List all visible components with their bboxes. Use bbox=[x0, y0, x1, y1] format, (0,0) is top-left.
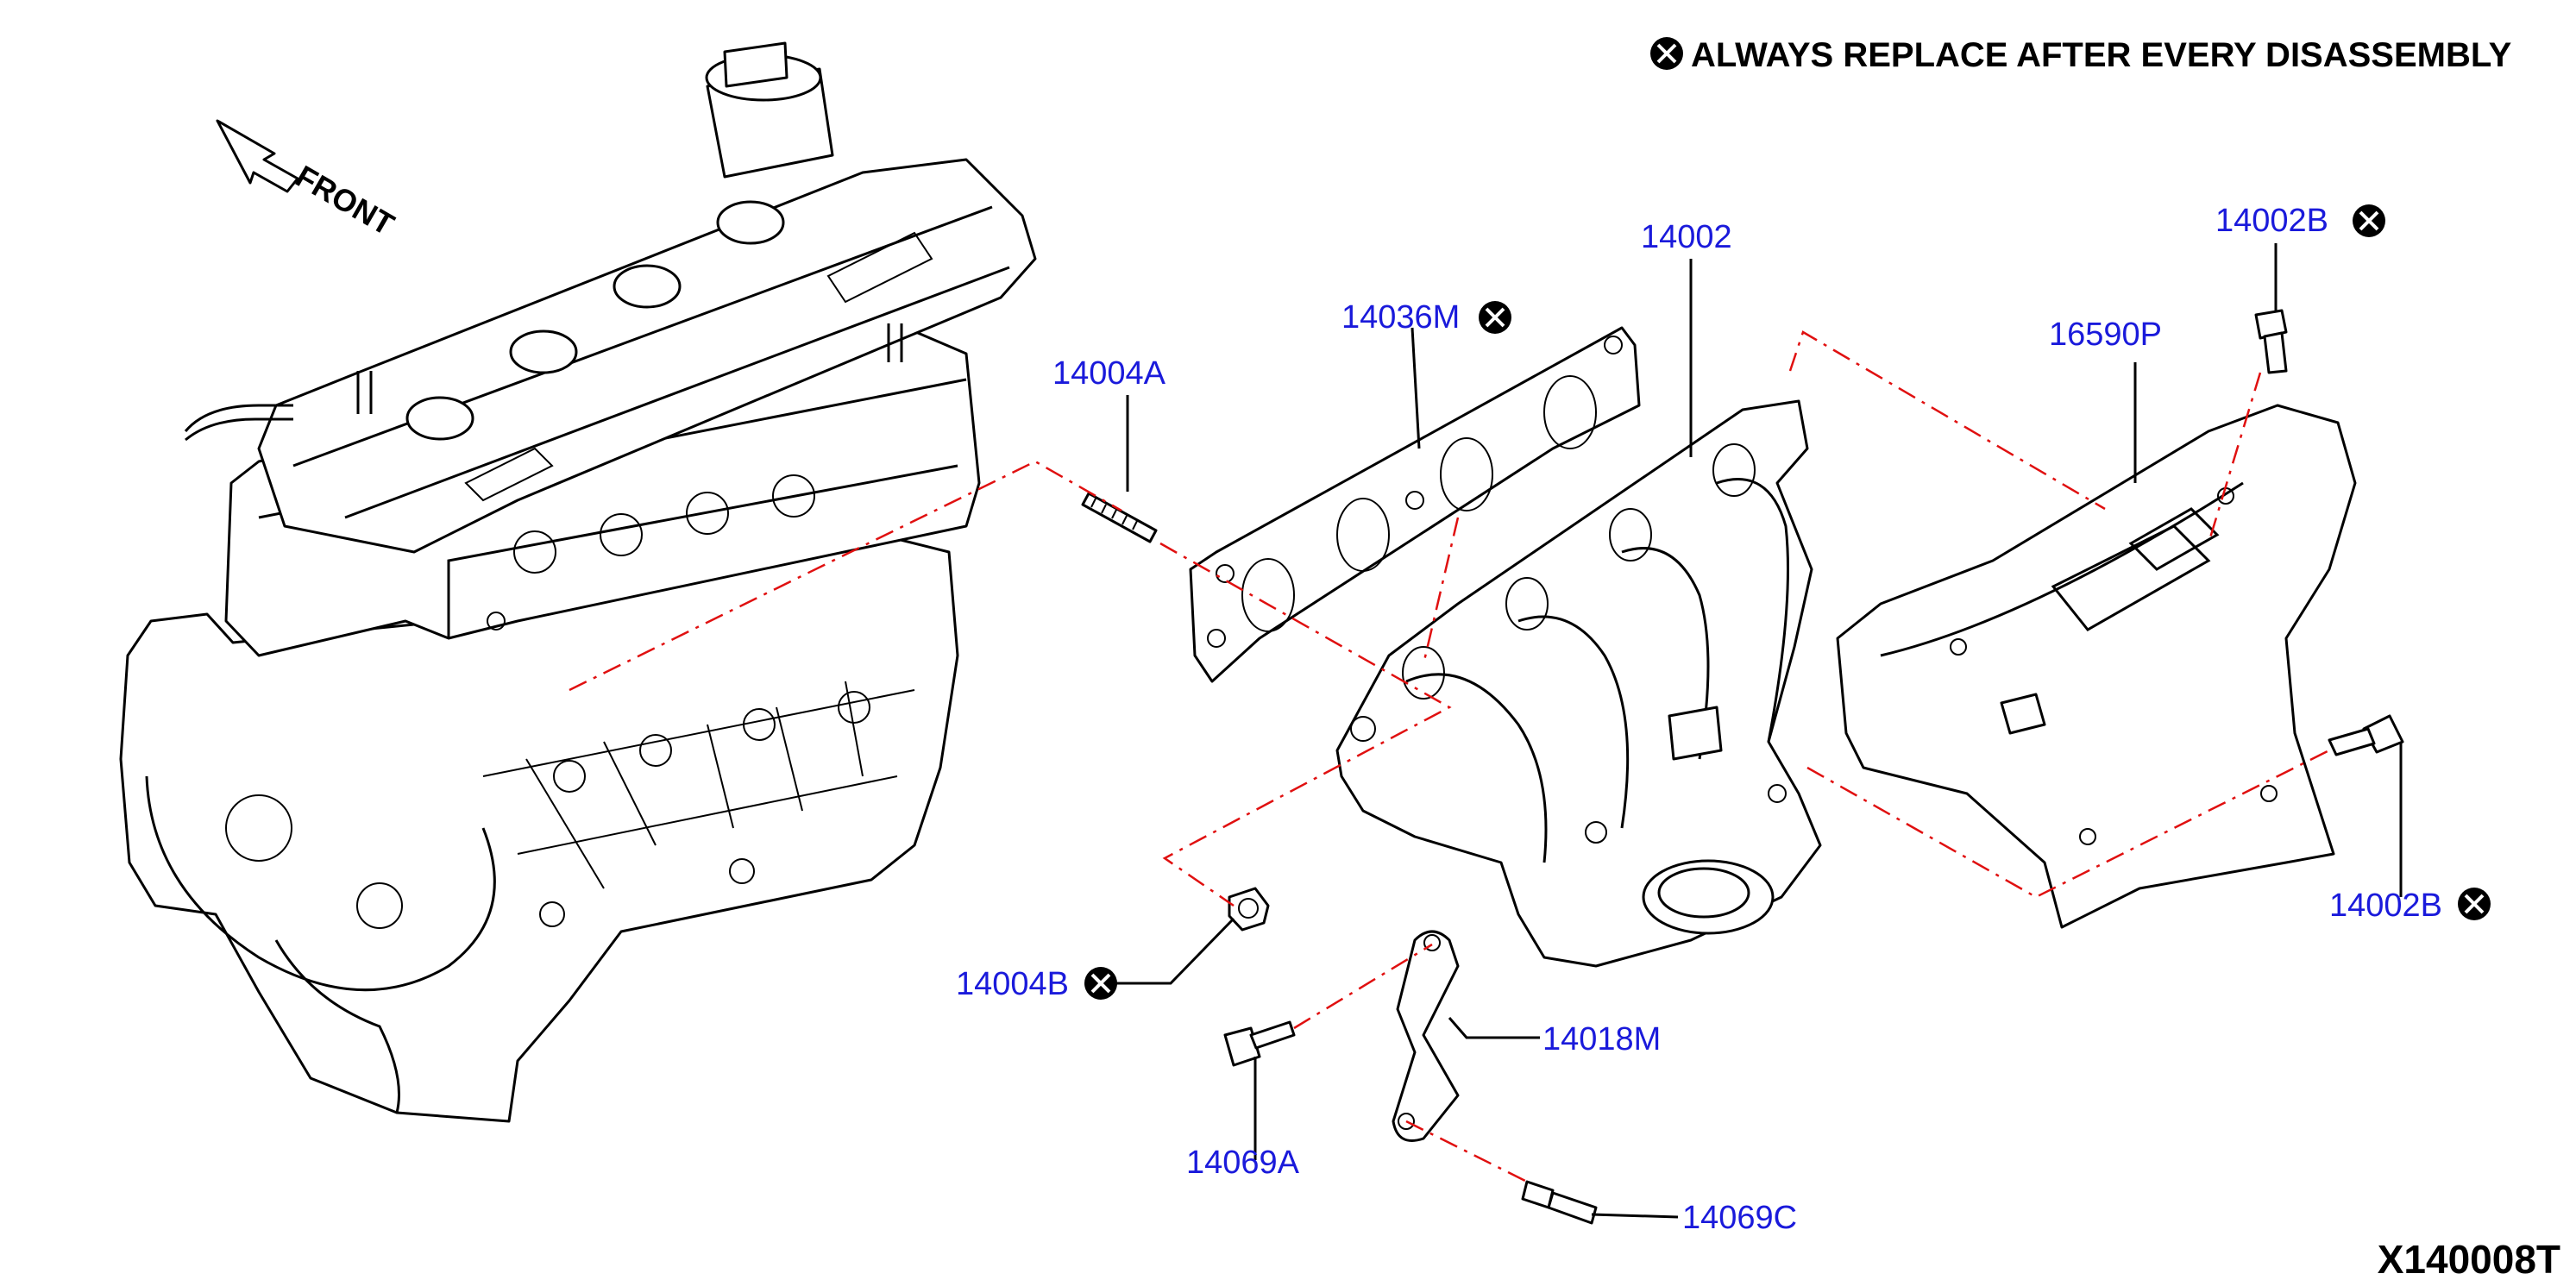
label-14036M: 14036M bbox=[1341, 299, 1511, 336]
bolt-14069A bbox=[1223, 1020, 1296, 1067]
heat-shield-16590P bbox=[1836, 404, 2357, 929]
replace-notice: ALWAYS REPLACE AFTER EVERY DISASSEMBLY bbox=[1650, 36, 2512, 74]
part-number: 14069C bbox=[1682, 1200, 1797, 1236]
part-number: 14036M bbox=[1341, 299, 1460, 336]
stud-14069C bbox=[1521, 1180, 1598, 1225]
front-label: FRONT bbox=[290, 158, 400, 242]
part-labels: 14002 14036M 14004A 14002B 16590P 14002B bbox=[956, 203, 2491, 1236]
exhaust-manifold-14002 bbox=[1335, 399, 1822, 968]
bracket-14018M bbox=[1392, 930, 1460, 1142]
part-number: 14002B bbox=[2329, 888, 2442, 924]
leader-lines bbox=[1109, 243, 2403, 1219]
circle-x-icon bbox=[1650, 37, 1683, 70]
part-number: 14002B bbox=[2215, 203, 2328, 239]
stud-14004A bbox=[1081, 492, 1158, 543]
part-number: 14004B bbox=[956, 966, 1069, 1002]
part-number: 16590P bbox=[2049, 317, 2162, 353]
label-14004B: 14004B bbox=[956, 966, 1117, 1002]
assembly-guide-lines bbox=[569, 330, 2330, 1183]
part-number: 14069A bbox=[1186, 1145, 1300, 1181]
part-number: 14002 bbox=[1641, 219, 1732, 255]
label-14002B-right: 14002B bbox=[2329, 888, 2491, 924]
label-14002B-top: 14002B bbox=[2215, 203, 2385, 239]
part-number: 14004A bbox=[1052, 355, 1166, 392]
front-indicator: FRONT bbox=[216, 119, 400, 242]
label-14069A: 14069A bbox=[1186, 1145, 1300, 1181]
replace-marker-icon bbox=[1479, 301, 1511, 334]
label-14069C: 14069C bbox=[1682, 1200, 1797, 1236]
label-14018M: 14018M bbox=[1542, 1021, 1661, 1057]
arrow-left-icon bbox=[216, 119, 299, 193]
engine-block-illustration bbox=[119, 41, 1037, 1123]
part-number: 14018M bbox=[1542, 1021, 1661, 1057]
notice-text: ALWAYS REPLACE AFTER EVERY DISASSEMBLY bbox=[1691, 36, 2512, 74]
bolt-14002B-top bbox=[2254, 309, 2288, 374]
bolt-14002B-right bbox=[2328, 714, 2404, 756]
replace-marker-icon bbox=[2353, 204, 2385, 237]
label-14004A: 14004A bbox=[1052, 355, 1166, 392]
diagram-reference: X140008T bbox=[2378, 1237, 2560, 1280]
replace-marker-icon bbox=[2458, 888, 2491, 920]
label-16590P: 16590P bbox=[2049, 317, 2162, 353]
nut-14004B bbox=[1228, 887, 1270, 932]
label-14002: 14002 bbox=[1641, 219, 1732, 255]
replace-marker-icon bbox=[1084, 967, 1117, 1000]
